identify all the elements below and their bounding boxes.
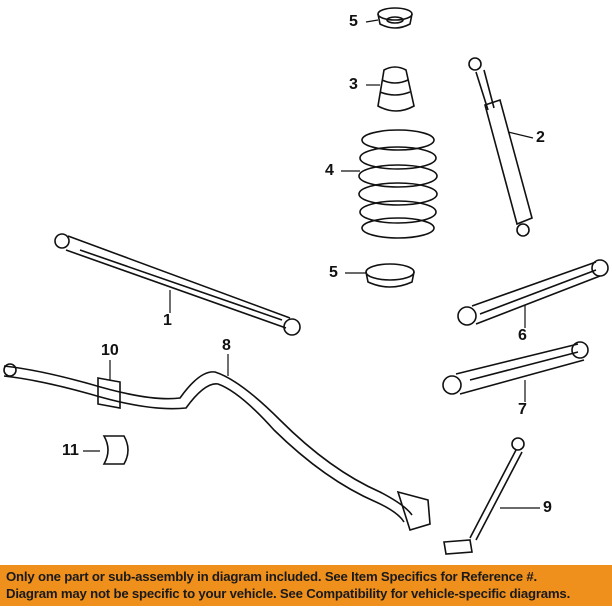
part-1-track-bar [54, 233, 301, 336]
callout-5-lower: 5 [329, 264, 338, 281]
part-6-upper-control-arm [457, 259, 609, 326]
callout-7: 7 [518, 401, 527, 418]
callout-6: 6 [518, 327, 527, 344]
callout-11: 11 [62, 442, 79, 459]
part-7-lower-control-arm [442, 341, 589, 395]
part-4-coil-spring [358, 129, 438, 239]
leader-lines [83, 19, 540, 509]
disclaimer-banner: Only one part or sub-assembly in diagram… [0, 565, 612, 606]
disclaimer-line-2: Diagram may not be specific to your vehi… [6, 586, 571, 601]
callout-2: 2 [536, 129, 545, 146]
part-11-stabilizer-bushing [102, 435, 129, 465]
callout-9: 9 [543, 499, 552, 516]
part-3-jounce-bumper [377, 66, 415, 112]
part-10-stabilizer-bushing [97, 377, 121, 409]
part-2-shock-absorber [468, 57, 533, 237]
callout-5-upper: 5 [349, 13, 358, 30]
part-8-stabilizer-bar [3, 363, 431, 531]
part-5-upper-spring-insulator [377, 7, 413, 29]
diagram-art [3, 7, 609, 555]
callout-3: 3 [349, 76, 358, 93]
callout-10: 10 [101, 342, 119, 359]
part-9-stabilizer-link [443, 437, 525, 555]
disclaimer-line-1: Only one part or sub-assembly in diagram… [6, 569, 537, 584]
callout-8: 8 [222, 337, 231, 354]
part-5-lower-spring-insulator [365, 263, 415, 288]
callout-1: 1 [163, 312, 172, 329]
callout-4: 4 [325, 162, 334, 179]
